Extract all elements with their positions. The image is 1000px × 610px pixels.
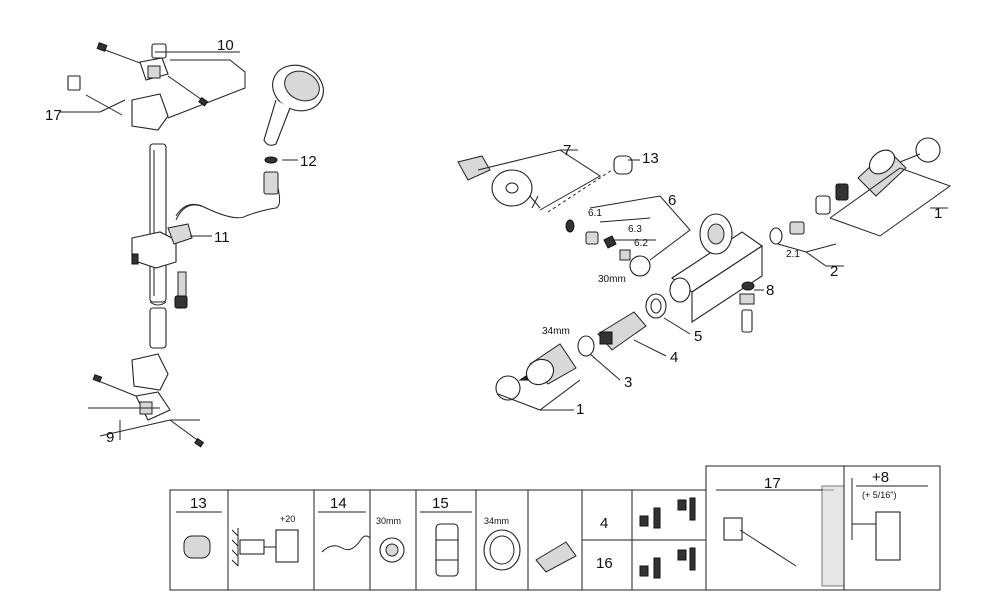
thermostat-assembly: 7 13 6.1 6 6.3 6.2 30mm [457, 137, 952, 418]
callout-10: 10 [217, 37, 234, 54]
ring-5 [645, 293, 667, 319]
callout-17: 17 [45, 107, 62, 124]
callout-2-1: 2.1 [786, 249, 800, 260]
callout-6-1: 6.1 [588, 208, 602, 219]
callout-1-left: 1 [576, 401, 584, 418]
callout-6-2: 6.2 [634, 238, 648, 249]
table-header-16: 16 [596, 555, 613, 572]
callout-6-3: 6.3 [628, 224, 642, 235]
mixer-body [669, 213, 763, 324]
check-valve [789, 221, 805, 235]
callout-9: 9 [106, 429, 114, 446]
callout-12: 12 [300, 153, 317, 170]
table-34mm: 34mm [484, 516, 509, 526]
callout-6: 6 [668, 192, 676, 209]
extension-sleeve [613, 155, 633, 175]
table-30mm: 30mm [376, 516, 401, 526]
callout-2: 2 [830, 263, 838, 280]
top-bracket [60, 42, 246, 131]
table-plus20: +20 [280, 514, 295, 524]
right-handle [815, 137, 952, 237]
table-header-17: 17 [764, 475, 781, 492]
table-header-15: 15 [432, 495, 449, 512]
callout-3: 3 [624, 374, 632, 391]
spare-parts-table: 13 14 15 17 4 16 30mm 34mm +20 +8 (+ 5/1… [169, 465, 941, 591]
callout-8: 8 [766, 282, 774, 299]
callout-11: 11 [214, 229, 230, 246]
table-plus8: +8 [872, 469, 889, 486]
bottom-bracket [88, 353, 205, 448]
extension-cell-drawing [231, 528, 299, 567]
callout-4: 4 [670, 349, 678, 366]
ring-3 [577, 335, 595, 357]
slider-holder [131, 223, 212, 269]
escutcheon [491, 169, 533, 207]
left-handle [495, 343, 581, 411]
callout-1-right: 1 [934, 205, 942, 222]
table-header-4: 4 [600, 515, 608, 532]
callout-7: 7 [563, 142, 571, 159]
table-header-13: 13 [190, 495, 207, 512]
callout-13: 13 [642, 150, 659, 167]
callout-34mm: 34mm [542, 326, 570, 337]
callout-30mm: 30mm [598, 274, 626, 285]
table-fraction: (+ 5/16") [862, 490, 896, 500]
table-header-14: 14 [330, 495, 347, 512]
eccentric-connector [457, 155, 491, 181]
hand-shower [263, 64, 324, 195]
shower-hose [175, 187, 281, 221]
wrench-drawing [321, 535, 371, 553]
callout-5: 5 [694, 328, 702, 345]
rail-assembly: 10 17 11 12 [45, 37, 324, 448]
